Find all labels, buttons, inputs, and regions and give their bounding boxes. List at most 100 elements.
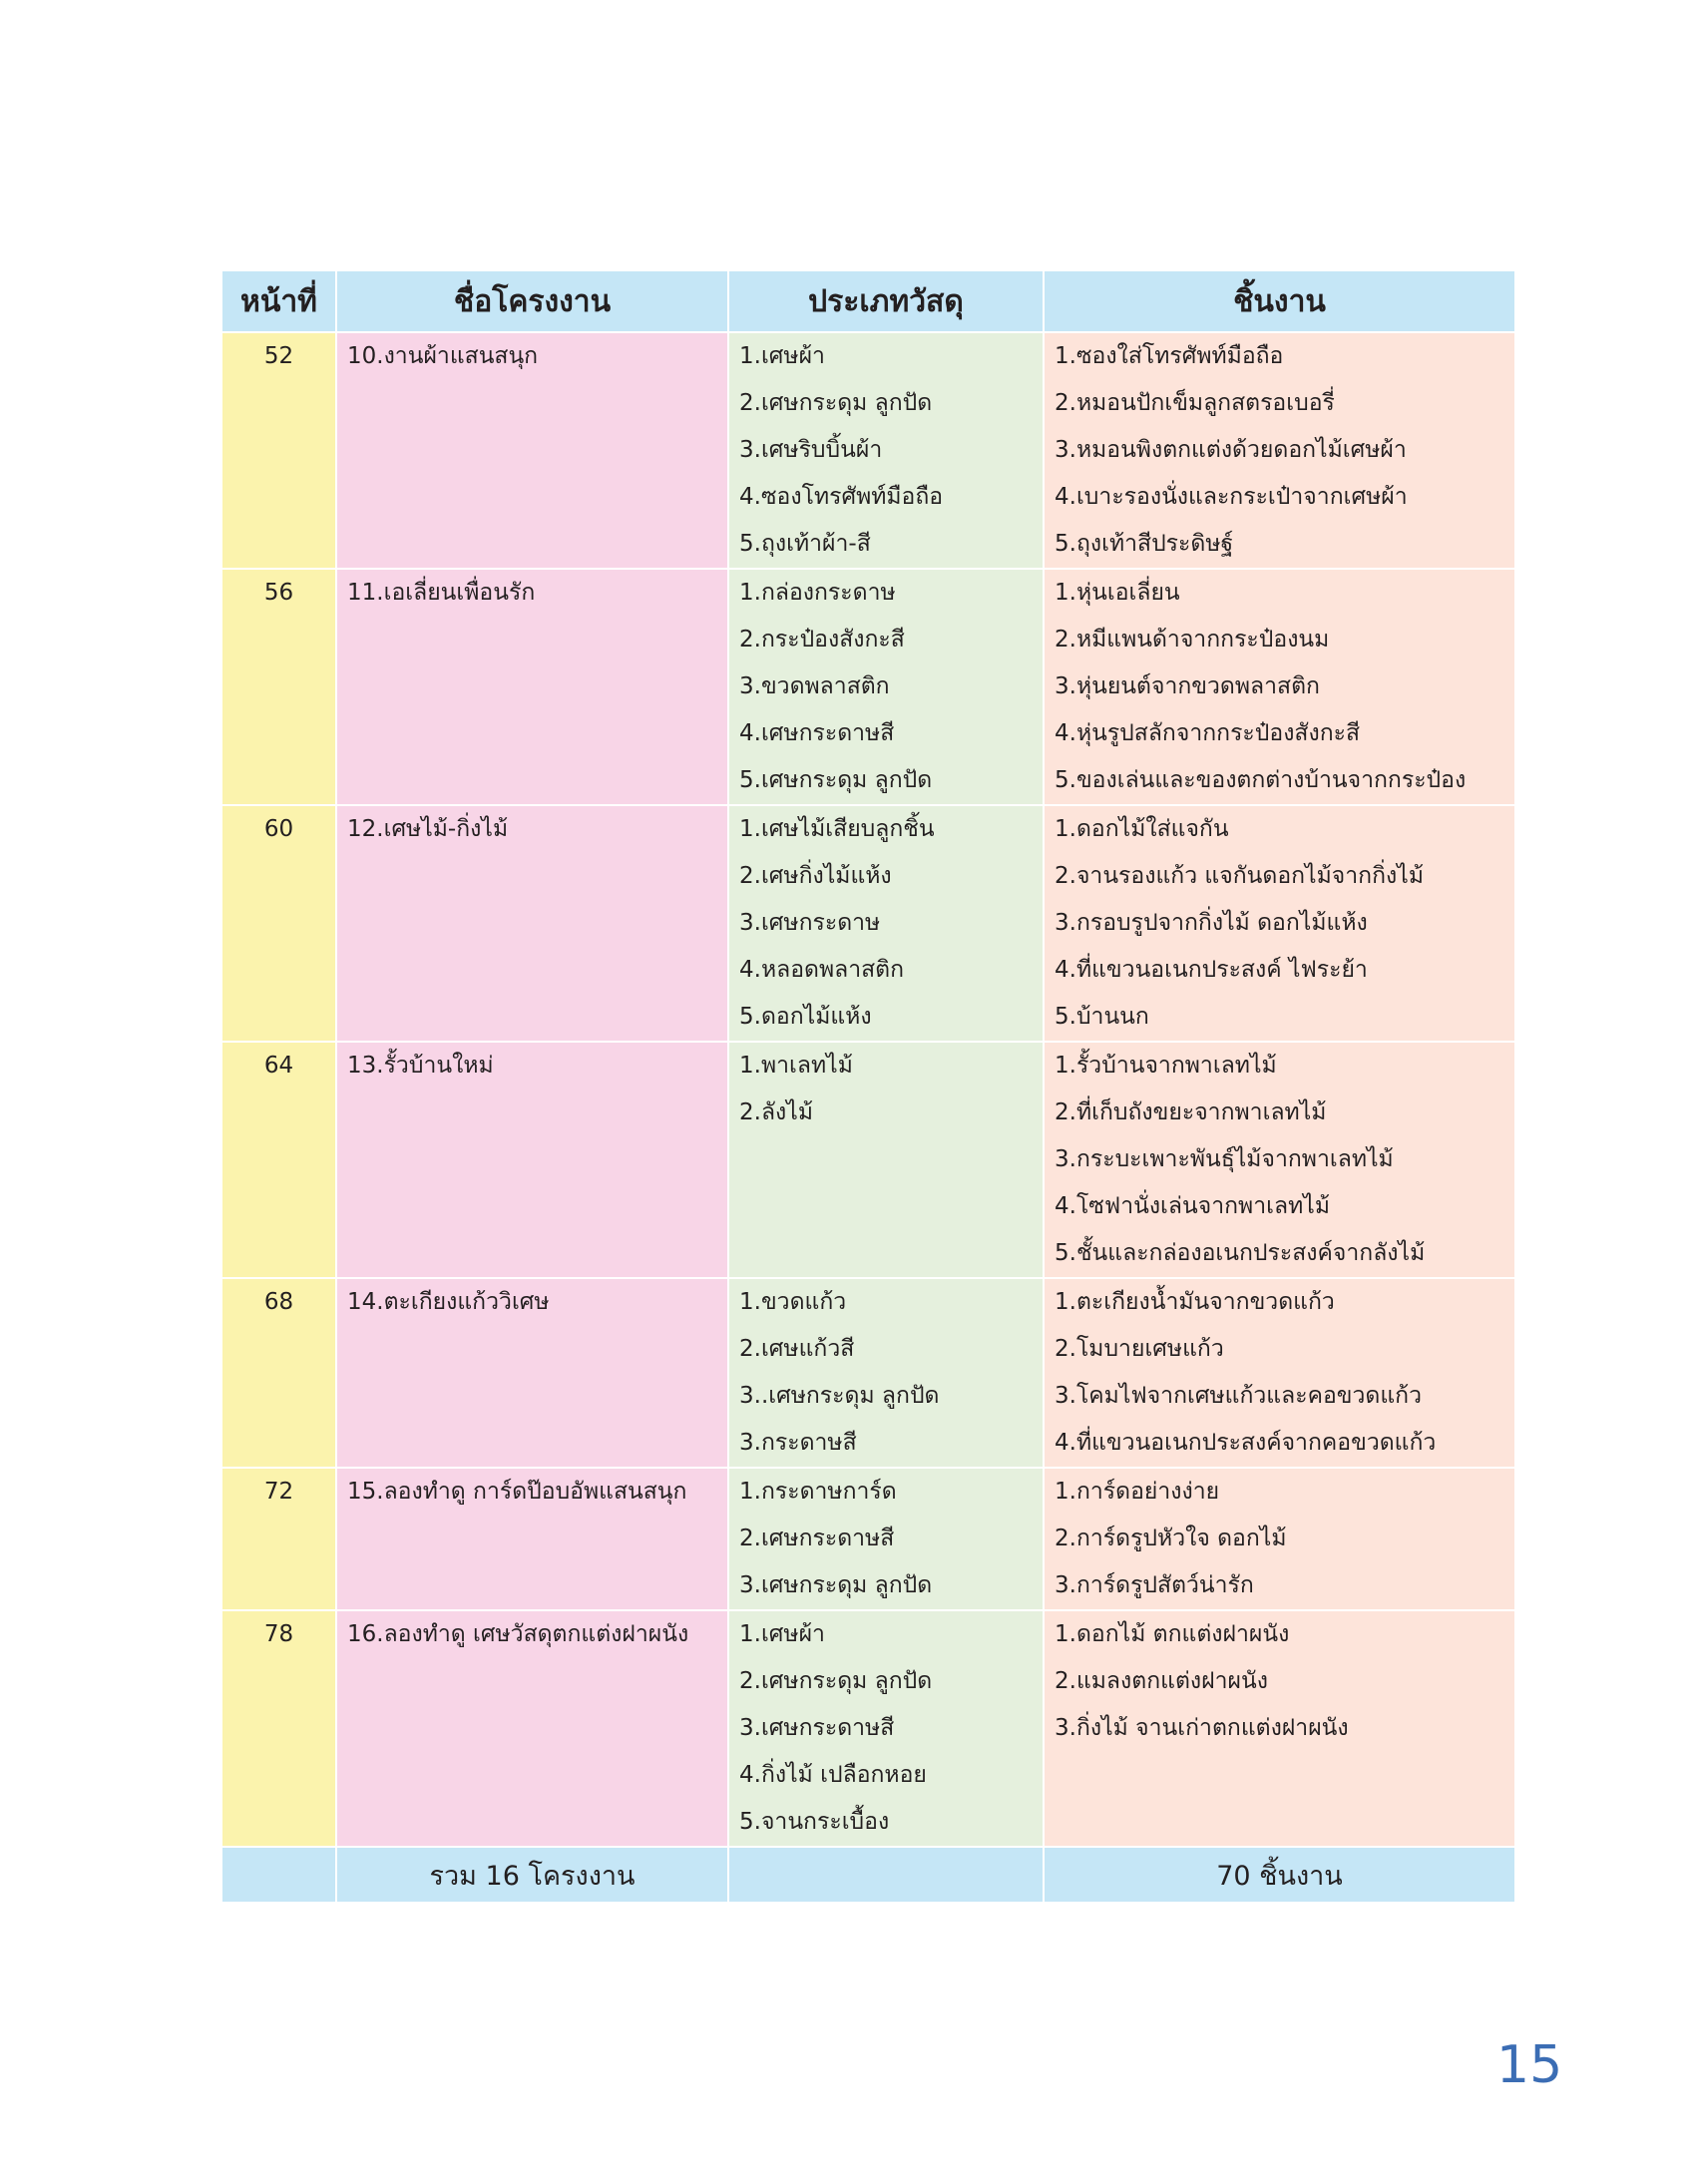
work-item: 2.การ์ดรูปหัวใจ ดอกไม้ <box>1055 1526 1287 1551</box>
project-name: 12.เศษไม้-กิ่งไม้ <box>347 816 509 842</box>
projects-table: หน้าที่ ชื่อโครงงาน ประเภทวัสดุ ชิ้นงาน … <box>220 269 1516 1904</box>
cell-works: 1.ดอกไม้ใส่แจกัน 2.จานรองแก้ว แจกันดอกไม้… <box>1043 804 1516 1043</box>
work-item: 3.กรอบรูปจากกิ่งไม้ ดอกไม้แห้ง <box>1055 910 1368 936</box>
cell-project-name: 15.ลองทำดู การ์ดป๊อบอัพแสนสนุก <box>335 1467 729 1611</box>
work-item: 1.หุ่นเอเลี่ยน <box>1055 580 1180 606</box>
work-item: 2.จานรองแก้ว แจกันดอกไม้จากกิ่งไม้ <box>1055 863 1424 889</box>
work-item: 1.ดอกไม้ใส่แจกัน <box>1055 816 1229 842</box>
material-item: 1.พาเลทไม้ <box>739 1053 853 1079</box>
cell-project-name: 10.งานผ้าแสนสนุก <box>335 331 729 570</box>
page-value: 64 <box>263 1053 294 1079</box>
cell-materials: 1.กระดาษการ์ด 2.เศษกระดาษสี 3.เศษกระดุม ลู… <box>727 1467 1045 1611</box>
work-item: 1.ตะเกียงน้ำมันจากขวดแก้ว <box>1055 1289 1335 1315</box>
material-item: 1.เศษไม้เสียบลูกชิ้น <box>739 816 935 842</box>
material-item: 3.เศษริบบิ้นผ้า <box>739 437 883 463</box>
work-item: 3.การ์ดรูปสัตว์น่ารัก <box>1055 1572 1254 1598</box>
table-row: 78 16.ลองทำดู เศษวัสดุตกแต่งฝาผนัง 1.เศษผ้… <box>220 1609 1516 1848</box>
work-item: 1.การ์ดอย่างง่าย <box>1055 1479 1220 1505</box>
work-item: 5.ของเล่นและของตกต่างบ้านจากกระป๋อง <box>1055 767 1467 793</box>
work-item: 5.บ้านนก <box>1055 1004 1149 1030</box>
cell-materials: 1.เศษผ้า 2.เศษกระดุม ลูกปัด 3.เศษริบบิ้นผ้… <box>727 331 1045 570</box>
project-name: 13.รั้วบ้านใหม่ <box>347 1053 494 1079</box>
cell-project-name: 12.เศษไม้-กิ่งไม้ <box>335 804 729 1043</box>
page-value: 52 <box>263 343 294 369</box>
header-project-name: ชื่อโครงงาน <box>335 269 729 333</box>
work-item: 1.ดอกไม้ ตกแต่งฝาผนัง <box>1055 1621 1290 1647</box>
cell-project-name: 14.ตะเกียงแก้ววิเศษ <box>335 1277 729 1469</box>
material-item: 5.ถุงเท้าผ้า-สี <box>739 531 871 557</box>
page-value: 68 <box>263 1289 294 1315</box>
project-name: 15.ลองทำดู การ์ดป๊อบอัพแสนสนุก <box>347 1479 687 1505</box>
material-item: 3.เศษกระดาษ <box>739 910 881 936</box>
material-item: 5.จานกระเบื้อง <box>739 1809 890 1835</box>
material-item: 1.กล่องกระดาษ <box>739 580 896 606</box>
footer-empty-material <box>727 1846 1045 1904</box>
work-item: 4.ที่แขวนอเนกประสงค์ ไฟระย้า <box>1055 957 1368 983</box>
material-item: 4.กิ่งไม้ เปลือกหอย <box>739 1762 927 1788</box>
work-item: 4.ที่แขวนอเนกประสงค์จากคอขวดแก้ว <box>1055 1430 1437 1456</box>
work-item: 4.โซฟานั่งเล่นจากพาเลทไม้ <box>1055 1193 1330 1219</box>
page-value: 78 <box>263 1621 294 1647</box>
material-item: 2.ลังไม้ <box>739 1099 813 1125</box>
material-item: 2.กระป๋องสังกะสี <box>739 627 905 653</box>
project-name: 14.ตะเกียงแก้ววิเศษ <box>347 1289 550 1315</box>
material-item: 2.เศษกิ่งไม้แห้ง <box>739 863 892 889</box>
project-name: 16.ลองทำดู เศษวัสดุตกแต่งฝาผนัง <box>347 1621 689 1647</box>
work-item: 4.หุ่นรูปสลักจากกระป๋องสังกะสี <box>1055 720 1361 746</box>
cell-materials: 1.เศษไม้เสียบลูกชิ้น 2.เศษกิ่งไม้แห้ง 3.เศ… <box>727 804 1045 1043</box>
table-row: 72 15.ลองทำดู การ์ดป๊อบอัพแสนสนุก 1.กระดาษ… <box>220 1467 1516 1611</box>
work-item: 5.ชั้นและกล่องอเนกประสงค์จากลังไม้ <box>1055 1240 1426 1266</box>
cell-page: 52 <box>220 331 337 570</box>
cell-works: 1.การ์ดอย่างง่าย 2.การ์ดรูปหัวใจ ดอกไม้ 3.… <box>1043 1467 1516 1611</box>
material-item: 5.เศษกระดุม ลูกปัด <box>739 767 933 793</box>
table-footer-row: รวม 16 โครงงาน 70 ชิ้นงาน <box>220 1846 1516 1904</box>
work-item: 2.แมลงตกแต่งฝาผนัง <box>1055 1668 1268 1694</box>
table-row: 60 12.เศษไม้-กิ่งไม้ 1.เศษไม้เสียบลูกชิ้น 2… <box>220 804 1516 1043</box>
material-item: 2.เศษกระดาษสี <box>739 1526 895 1551</box>
table-row: 64 13.รั้วบ้านใหม่ 1.พาเลทไม้ 2.ลังไม้ 1.รั้… <box>220 1041 1516 1279</box>
material-item: 3.กระดาษสี <box>739 1430 857 1456</box>
footer-total-projects: รวม 16 โครงงาน <box>335 1846 729 1904</box>
cell-works: 1.รั้วบ้านจากพาเลทไม้2.ที่เก็บถังขยะจากพ… <box>1043 1041 1516 1279</box>
cell-page: 64 <box>220 1041 337 1279</box>
header-work-pieces: ชิ้นงาน <box>1043 269 1516 333</box>
project-name: 11.เอเลี่ยนเพื่อนรัก <box>347 580 536 606</box>
work-item: 3.หุ่นยนต์จากขวดพลาสติก <box>1055 673 1320 699</box>
work-item: 5.ถุงเท้าสีประดิษฐ์ <box>1055 531 1234 557</box>
cell-works: 1.หุ่นเอเลี่ยน 2.หมีแพนด้าจากกระป๋องนม 3.ห… <box>1043 568 1516 806</box>
work-item: 3.หมอนพิงตกแต่งด้วยดอกไม้เศษผ้า <box>1055 437 1407 463</box>
header-material-type: ประเภทวัสดุ <box>727 269 1045 333</box>
material-item: 1.กระดาษการ์ด <box>739 1479 897 1505</box>
work-item: 3.โคมไฟจากเศษแก้วและคอขวดแก้ว <box>1055 1383 1423 1409</box>
table-row: 56 11.เอเลี่ยนเพื่อนรัก 1.กล่องกระดาษ 2.กระ… <box>220 568 1516 806</box>
cell-project-name: 16.ลองทำดู เศษวัสดุตกแต่งฝาผนัง <box>335 1609 729 1848</box>
material-item: 5.ดอกไม้แห้ง <box>739 1004 872 1030</box>
material-item: 2.เศษกระดุม ลูกปัด <box>739 390 933 416</box>
material-item: 4.หลอดพลาสติก <box>739 957 905 983</box>
material-item: 3.เศษกระดุม ลูกปัด <box>739 1572 933 1598</box>
cell-page: 78 <box>220 1609 337 1848</box>
page-number: 15 <box>1496 2035 1563 2095</box>
work-item: 1.รั้วบ้านจากพาเลทไม้ <box>1055 1053 1277 1079</box>
material-item: 1.เศษผ้า <box>739 1621 825 1647</box>
work-item: 1.ซองใส่โทรศัพท์มือถือ <box>1055 343 1284 369</box>
cell-materials: 1.พาเลทไม้ 2.ลังไม้ <box>727 1041 1045 1279</box>
material-item: 3.ขวดพลาสติก <box>739 673 890 699</box>
material-item: 4.ซองโทรศัพท์มือถือ <box>739 484 944 510</box>
cell-page: 68 <box>220 1277 337 1469</box>
material-item: 1.เศษผ้า <box>739 343 825 369</box>
page-value: 72 <box>263 1479 294 1505</box>
cell-works: 1.ตะเกียงน้ำมันจากขวดแก้ว 2.โมบายเศษแก้ว 3… <box>1043 1277 1516 1469</box>
page-value: 56 <box>263 580 294 606</box>
material-item: 3.เศษกระดาษสี <box>739 1715 895 1741</box>
page-value: 60 <box>263 816 294 842</box>
work-item: 4.เบาะรองนั่งและกระเป๋าจากเศษผ้า <box>1055 484 1408 510</box>
material-item: 1.ขวดแก้ว <box>739 1289 847 1315</box>
work-item: 2.หมีแพนด้าจากกระป๋องนม <box>1055 627 1330 653</box>
work-item: 2.โมบายเศษแก้ว <box>1055 1336 1224 1362</box>
material-item: 4.เศษกระดาษสี <box>739 720 895 746</box>
